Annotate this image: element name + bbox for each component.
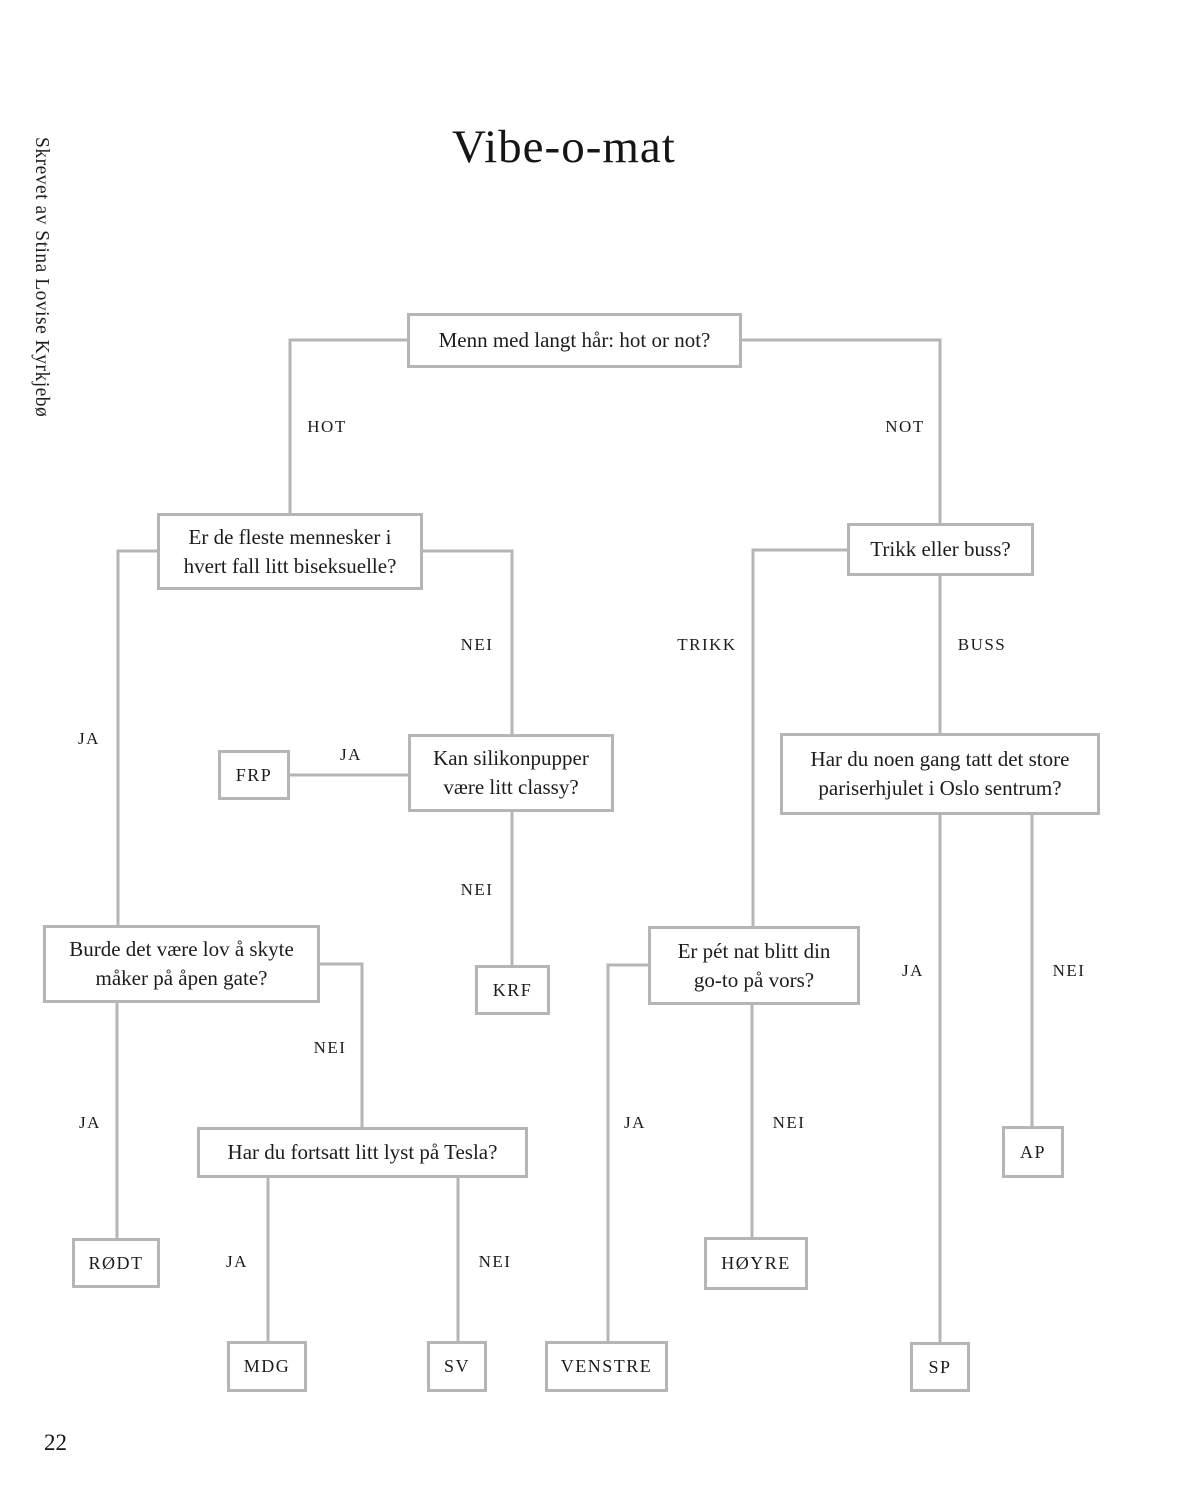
node-question-hair: Menn med langt hår: hot or not? xyxy=(407,313,742,368)
node-result-rodt: RØDT xyxy=(72,1238,160,1288)
node-result-venstre: VENSTRE xyxy=(545,1341,668,1392)
node-result-sp: SP xyxy=(910,1342,970,1392)
node-question-seagulls: Burde det være lov å skyte måker på åpen… xyxy=(43,925,320,1003)
edge-label-nei-bisexual: NEI xyxy=(458,635,496,655)
page-number: 22 xyxy=(44,1430,67,1455)
node-result-krf: KRF xyxy=(475,965,550,1015)
node-question-bisexual: Er de fleste mennesker i hvert fall litt… xyxy=(157,513,423,590)
node-question-tesla: Har du fortsatt litt lyst på Tesla? xyxy=(197,1127,528,1178)
edge-label-ja-sp: JA xyxy=(900,961,926,981)
node-result-ap: AP xyxy=(1002,1126,1064,1178)
edge-label-ja-frp: JA xyxy=(338,745,364,765)
node-result-mdg: MDG xyxy=(227,1341,307,1392)
edge-label-nei-hoyre: NEI xyxy=(770,1113,808,1133)
edge-label-nei-sv: NEI xyxy=(476,1252,514,1272)
edge-label-ja-mdg: JA xyxy=(224,1252,250,1272)
edge-label-ja-venstre: JA xyxy=(622,1113,648,1133)
edge-label-not: NOT xyxy=(883,417,927,437)
author-byline: Skrevet av Stina Lovise Kyrkjebø xyxy=(31,137,52,418)
node-result-hoyre: HØYRE xyxy=(704,1237,808,1290)
node-question-transport: Trikk eller buss? xyxy=(847,523,1034,576)
node-result-frp: FRP xyxy=(218,750,290,800)
edge-label-nei-krf: NEI xyxy=(458,880,496,900)
edge-label-ja-bisexual: JA xyxy=(76,729,102,749)
node-question-silicone: Kan silikonpupper være litt classy? xyxy=(408,734,614,812)
node-question-ferris-wheel: Har du noen gang tatt det store pariserh… xyxy=(780,733,1100,815)
edge-label-buss: BUSS xyxy=(955,635,1009,655)
page-title: Vibe-o-mat xyxy=(452,121,676,173)
node-result-sv: SV xyxy=(427,1341,487,1392)
edge-label-hot: HOT xyxy=(305,417,349,437)
edge-label-ja-rodt: JA xyxy=(77,1113,103,1133)
edge-label-nei-ap: NEI xyxy=(1050,961,1088,981)
node-question-petnat: Er pét nat blitt din go-to på vors? xyxy=(648,926,860,1005)
edge-label-trikk: TRIKK xyxy=(675,635,739,655)
edge-label-nei-tesla: NEI xyxy=(311,1038,349,1058)
